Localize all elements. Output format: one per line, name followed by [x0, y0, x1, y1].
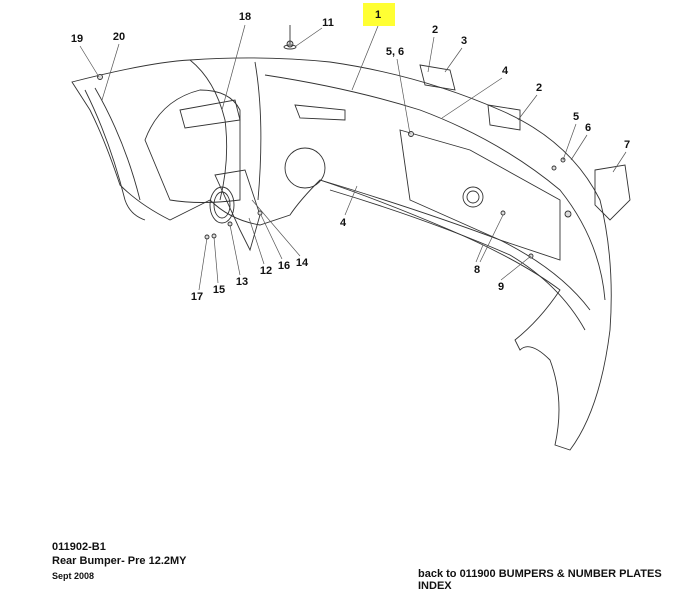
- callout-4[interactable]: 4: [501, 65, 509, 77]
- callout-13[interactable]: 13: [235, 276, 249, 288]
- callout-3[interactable]: 3: [460, 35, 468, 47]
- callout-5[interactable]: 5: [572, 111, 580, 123]
- callout-11[interactable]: 11: [322, 17, 334, 29]
- callout-19[interactable]: 19: [70, 33, 84, 45]
- callout-4b[interactable]: 4: [339, 217, 347, 229]
- callout-9[interactable]: 9: [497, 281, 505, 293]
- callout-5-6[interactable]: 5, 6: [385, 46, 405, 58]
- callout-17[interactable]: 17: [190, 291, 204, 303]
- part-code: 011902-B1: [52, 541, 106, 553]
- callout-8[interactable]: 8: [473, 264, 481, 276]
- back-to-index-link[interactable]: back to 011900 BUMPERS & NUMBER PLATES I…: [418, 568, 662, 592]
- highlight-box: [363, 3, 395, 26]
- callout-2[interactable]: 2: [431, 24, 439, 36]
- callout-12[interactable]: 12: [259, 265, 273, 277]
- callout-16[interactable]: 16: [277, 260, 291, 272]
- callout-1[interactable]: 1: [374, 9, 382, 21]
- diagram-date: Sept 2008: [52, 571, 95, 581]
- callout-14[interactable]: 14: [295, 257, 309, 269]
- callout-15[interactable]: 15: [212, 284, 226, 296]
- diagram-title: Rear Bumper- Pre 12.2MY: [52, 555, 187, 567]
- callout-18[interactable]: 18: [238, 11, 252, 23]
- callout-6[interactable]: 6: [584, 122, 592, 134]
- callout-2b[interactable]: 2: [535, 82, 543, 94]
- callout-20[interactable]: 20: [112, 31, 126, 43]
- callout-7[interactable]: 7: [623, 139, 631, 151]
- bumper-cover: [71, 57, 612, 451]
